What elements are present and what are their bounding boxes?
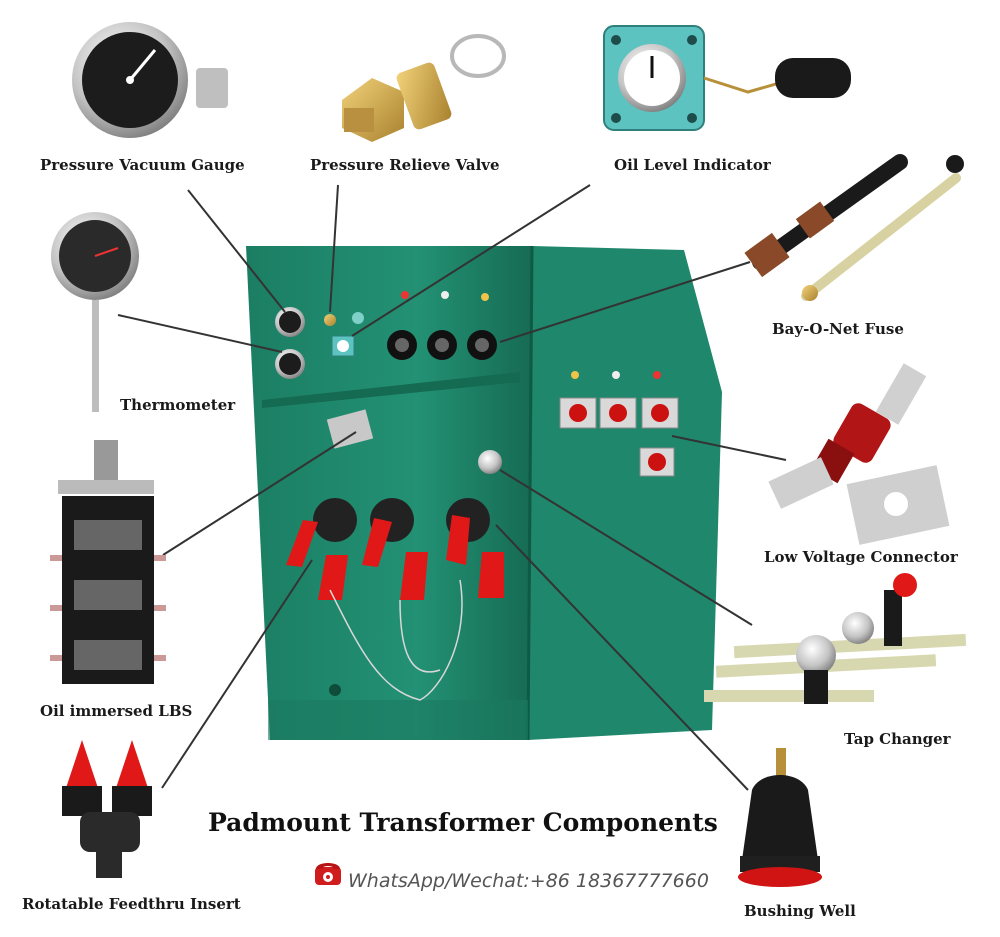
label-tap-changer: Tap Changer <box>844 730 951 748</box>
cabinet-shelf <box>262 372 520 408</box>
cabinet-left-door <box>246 246 532 740</box>
oil-immersed-lbs-icon <box>50 440 166 684</box>
label-low-voltage-connector: Low Voltage Connector <box>764 548 958 566</box>
telephone-icon <box>315 863 341 885</box>
thermometer-icon <box>51 212 139 412</box>
label-bay-o-net-fuse: Bay-O-Net Fuse <box>772 320 904 338</box>
low-voltage-connector-icon <box>768 363 950 545</box>
label-oil-immersed-lbs: Oil immersed LBS <box>40 702 193 720</box>
rotatable-feedthru-insert-icon <box>62 740 152 878</box>
contact-info: WhatsApp/Wechat:+86 18367777660 <box>348 870 709 892</box>
label-pressure-relieve-valve: Pressure Relieve Valve <box>310 156 500 174</box>
label-pressure-vacuum-gauge: Pressure Vacuum Gauge <box>40 156 245 174</box>
ground-lug <box>329 684 341 696</box>
pressure-vacuum-gauge-icon <box>72 22 228 138</box>
cabinet-right-door <box>528 246 722 740</box>
page-title: Padmount Transformer Components <box>208 808 718 837</box>
bushing-well-icon <box>738 748 822 887</box>
cabinet-hv-bushings <box>286 498 504 701</box>
label-bushing-well: Bushing Well <box>744 902 856 920</box>
tap-changer-icon <box>704 573 967 704</box>
label-thermometer: Thermometer <box>120 396 236 414</box>
leader-lines <box>117 184 787 791</box>
cabinet <box>246 245 722 741</box>
pressure-relieve-valve-icon <box>342 34 506 142</box>
cabinet-fuse-holders <box>387 291 497 360</box>
label-oil-level-indicator: Oil Level Indicator <box>614 156 771 174</box>
cabinet-gauges <box>275 307 364 379</box>
label-rotatable-feedthru-insert: Rotatable Feedthru Insert <box>22 895 241 913</box>
oil-level-indicator-icon <box>603 25 851 131</box>
bay-o-net-fuse-icon <box>744 154 964 301</box>
cabinet-lv-connectors <box>326 371 679 477</box>
